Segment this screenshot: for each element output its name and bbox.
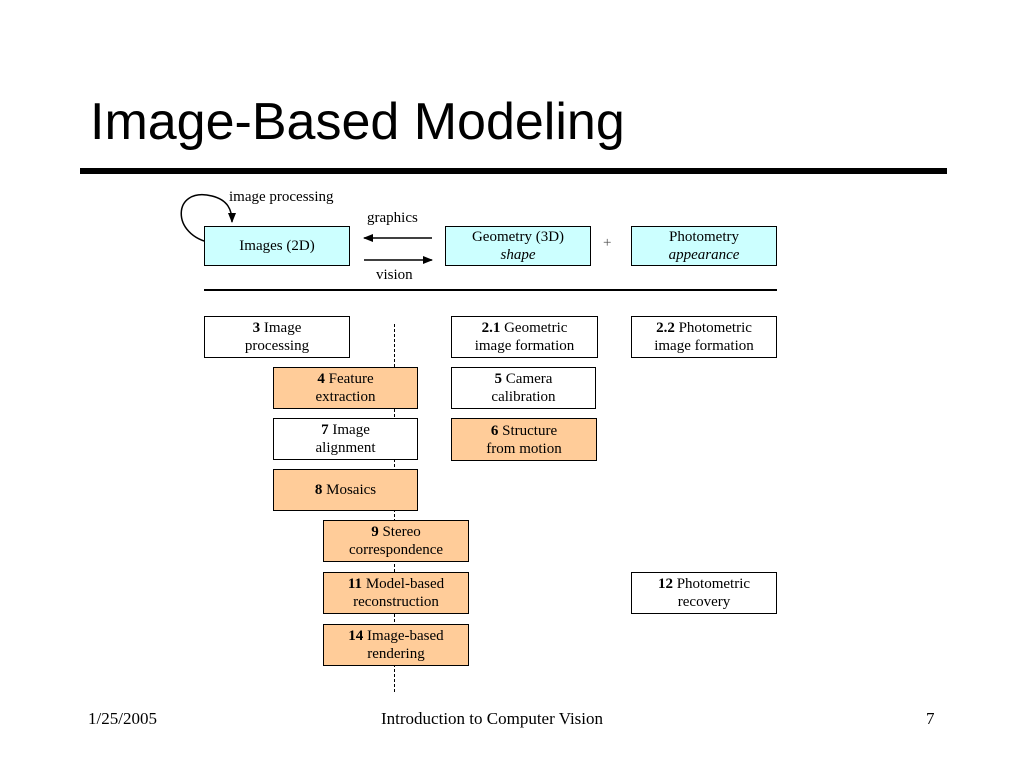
photometry-box: Photometry appearance (631, 226, 777, 266)
box-image-based-rendering: 14 Image-based rendering (323, 624, 469, 666)
box-photometric-image-formation: 2.2 Photometric image formation (631, 316, 777, 358)
footer-date: 1/25/2005 (88, 709, 157, 728)
geometry-label: Geometry (3D) (471, 229, 565, 245)
photometry-label: Photometry (669, 229, 739, 245)
box-image-processing: 3 Image processing (204, 316, 350, 358)
images-2d-label: Images (2D) (239, 238, 315, 254)
geometry-3d-box: Geometry (3D) shape (445, 226, 591, 266)
images-2d-box: Images (2D) (204, 226, 350, 266)
section-separator (204, 289, 777, 291)
box-camera-calibration: 5 Camera calibration (451, 367, 596, 409)
title-rule (80, 168, 947, 174)
vision-label: vision (376, 267, 413, 283)
appearance-label: appearance (668, 247, 740, 263)
graphics-label: graphics (367, 210, 418, 226)
footer-title: Introduction to Computer Vision (381, 709, 604, 728)
box-stereo-correspondence: 9 Stereo correspondence (323, 520, 469, 562)
box-geometric-image-formation: 2.1 Geometric image formation (451, 316, 598, 358)
box-feature-extraction: 4 Feature extraction (273, 367, 418, 409)
box-model-based-reconstruction: 11 Model-based reconstruction (323, 572, 469, 614)
image-processing-loop-arrow (180, 193, 236, 244)
shape-label: shape (500, 247, 536, 263)
slide-title: Image-Based Modeling (90, 93, 625, 151)
box-image-alignment: 7 Image alignment (273, 418, 418, 460)
box-structure-from-motion: 6 Structure from motion (451, 418, 597, 461)
box-photometric-recovery: 12 Photometric recovery (631, 572, 777, 614)
plus-sign: + (603, 235, 612, 251)
box-mosaics: 8 Mosaics (273, 469, 418, 511)
image-processing-label: image processing (229, 189, 334, 205)
page-number: 7 (926, 709, 935, 728)
